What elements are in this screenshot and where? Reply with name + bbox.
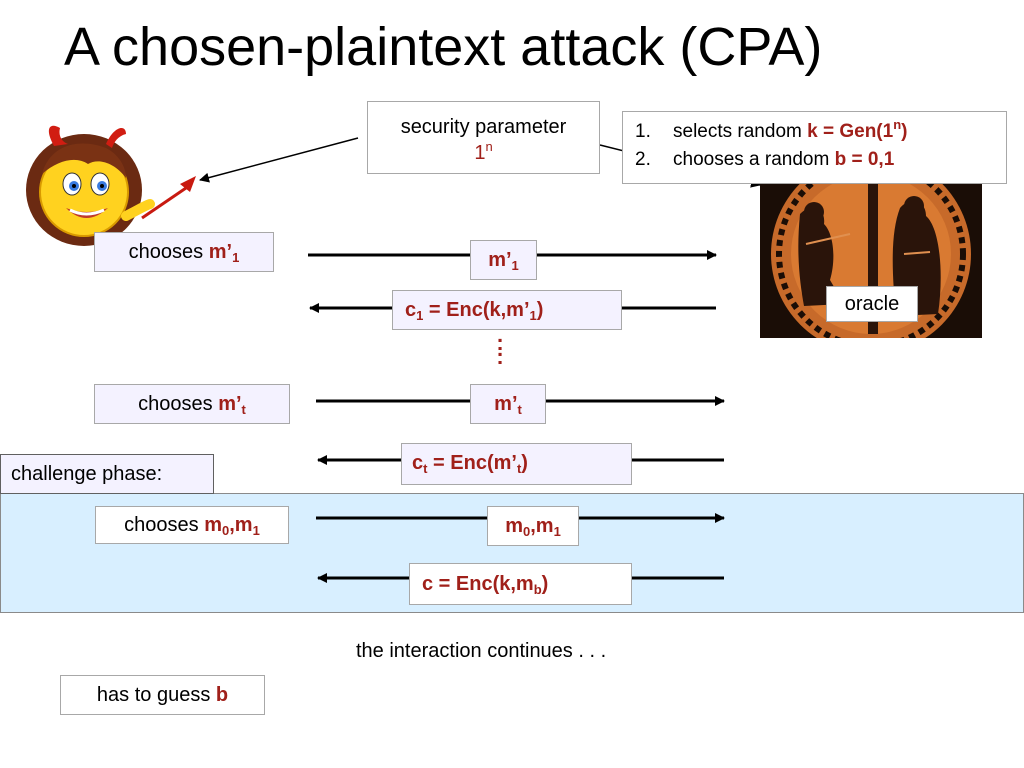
security-parameter-box: security parameter 1n bbox=[367, 101, 600, 174]
ct-sub1: t bbox=[423, 461, 428, 476]
oracle-step-plain: chooses a random bbox=[673, 149, 835, 170]
mt-symbol: m’t bbox=[218, 393, 246, 417]
chooses-word: chooses bbox=[124, 514, 205, 536]
m0-base: m bbox=[204, 514, 223, 536]
m0-m1-message-box: m0,m1 bbox=[487, 506, 579, 546]
c1-pre: c bbox=[405, 299, 417, 321]
ct-pre: c bbox=[412, 452, 424, 474]
m1-msg-sub: 1 bbox=[511, 258, 519, 273]
chooses-word: chooses bbox=[128, 241, 209, 263]
chooses-mt-box: chooses m’t bbox=[94, 384, 290, 424]
m0-m1-symbol: m0,m1 bbox=[204, 514, 260, 538]
ct-sub2: t bbox=[516, 461, 522, 476]
c1-mid: = Enc(k,m’ bbox=[423, 299, 530, 321]
m1-symbol: m’1 bbox=[208, 241, 240, 265]
adversary-devil-icon bbox=[26, 125, 196, 246]
ct-post: ) bbox=[521, 452, 528, 474]
ellipsis-top: : bbox=[496, 330, 504, 355]
oracle-step-item: 1. selects random k = Gen(1n) bbox=[635, 118, 1006, 146]
guess-text: has to guess bbox=[96, 684, 216, 706]
challenge-reply-pre: c = Enc(k,m bbox=[422, 573, 534, 595]
challenge-reply-sub: b bbox=[533, 582, 542, 597]
security-value-base: 1 bbox=[474, 142, 486, 164]
has-to-guess-box: has to guess b bbox=[60, 675, 265, 715]
m0-sub: 0 bbox=[222, 523, 230, 538]
m1-msg-base: m’ bbox=[488, 249, 512, 271]
m1-base: ,m bbox=[229, 514, 253, 536]
ct-reply-box: ct = Enc(m’t) bbox=[401, 443, 632, 485]
msg-m0-sub: 0 bbox=[522, 524, 531, 539]
oracle-step-text: chooses a random b = 0,1 bbox=[673, 146, 894, 174]
oracle-step-hl-sup: n bbox=[893, 117, 902, 132]
chooses-word: chooses bbox=[138, 393, 219, 415]
oracle-steps-list: 1. selects random k = Gen(1n) 2. chooses a … bbox=[635, 118, 1006, 174]
challenge-reply-post: ) bbox=[541, 573, 549, 595]
m1-base: m’ bbox=[208, 241, 233, 263]
mt-base: m’ bbox=[218, 393, 242, 415]
challenge-phase-label: challenge phase: bbox=[0, 454, 214, 494]
c1-sub1: 1 bbox=[416, 308, 424, 323]
oracle-steps-box: 1. selects random k = Gen(1n) 2. chooses a … bbox=[622, 111, 1007, 184]
msg-m1-base: ,m bbox=[530, 515, 554, 537]
guess-variable: b bbox=[215, 684, 229, 706]
oracle-step-hl-pre: k = Gen(1 bbox=[807, 121, 894, 142]
oracle-step-highlight: k = Gen(1n) bbox=[807, 118, 908, 142]
interaction-continues-text: the interaction continues . . . bbox=[356, 640, 607, 662]
oracle-step-number: 1. bbox=[635, 121, 651, 142]
security-parameter-value: 1n bbox=[368, 140, 599, 166]
challenge-reply-box: c = Enc(k,mb) bbox=[409, 563, 632, 605]
oracle-label: oracle bbox=[826, 286, 918, 322]
page-title: A chosen-plaintext attack (CPA) bbox=[64, 17, 823, 77]
mt-message-box: m’t bbox=[470, 384, 546, 424]
oracle-step-item: 2. chooses a random b = 0,1 bbox=[635, 146, 1006, 174]
m1-sub: 1 bbox=[252, 523, 260, 538]
oracle-step-highlight: b = 0,1 bbox=[835, 149, 895, 170]
chooses-m1-box: chooses m’1 bbox=[94, 232, 274, 272]
msg-m0-base: m bbox=[505, 515, 523, 537]
ct-mid: = Enc(m’ bbox=[427, 452, 517, 474]
ellipsis-bottom: : bbox=[496, 344, 504, 369]
m1-sub: 1 bbox=[232, 250, 240, 265]
chooses-m0-m1-box: chooses m0,m1 bbox=[95, 506, 289, 544]
vertical-ellipsis: : : bbox=[490, 330, 510, 369]
msg-m1-sub: 1 bbox=[553, 524, 561, 539]
mt-msg-base: m’ bbox=[494, 393, 518, 415]
m1-message-box: m’1 bbox=[470, 240, 537, 280]
oracle-step-number: 2. bbox=[635, 149, 651, 170]
oracle-step-plain: selects random bbox=[673, 121, 808, 142]
security-value-exp: n bbox=[485, 139, 493, 154]
c1-post: ) bbox=[536, 299, 544, 321]
mt-sub: t bbox=[241, 402, 246, 417]
security-parameter-label: security parameter bbox=[400, 116, 567, 138]
c1-sub2: 1 bbox=[529, 308, 537, 323]
c1-reply-box: c1 = Enc(k,m’1) bbox=[392, 290, 622, 330]
security-to-adversary-arrow bbox=[199, 137, 359, 183]
oracle-step-hl-pre: b = 0,1 bbox=[834, 149, 895, 170]
oracle-step-text: selects random k = Gen(1n) bbox=[673, 118, 907, 146]
mt-msg-sub: t bbox=[517, 402, 522, 417]
oracle-step-hl-post: ) bbox=[901, 121, 908, 142]
